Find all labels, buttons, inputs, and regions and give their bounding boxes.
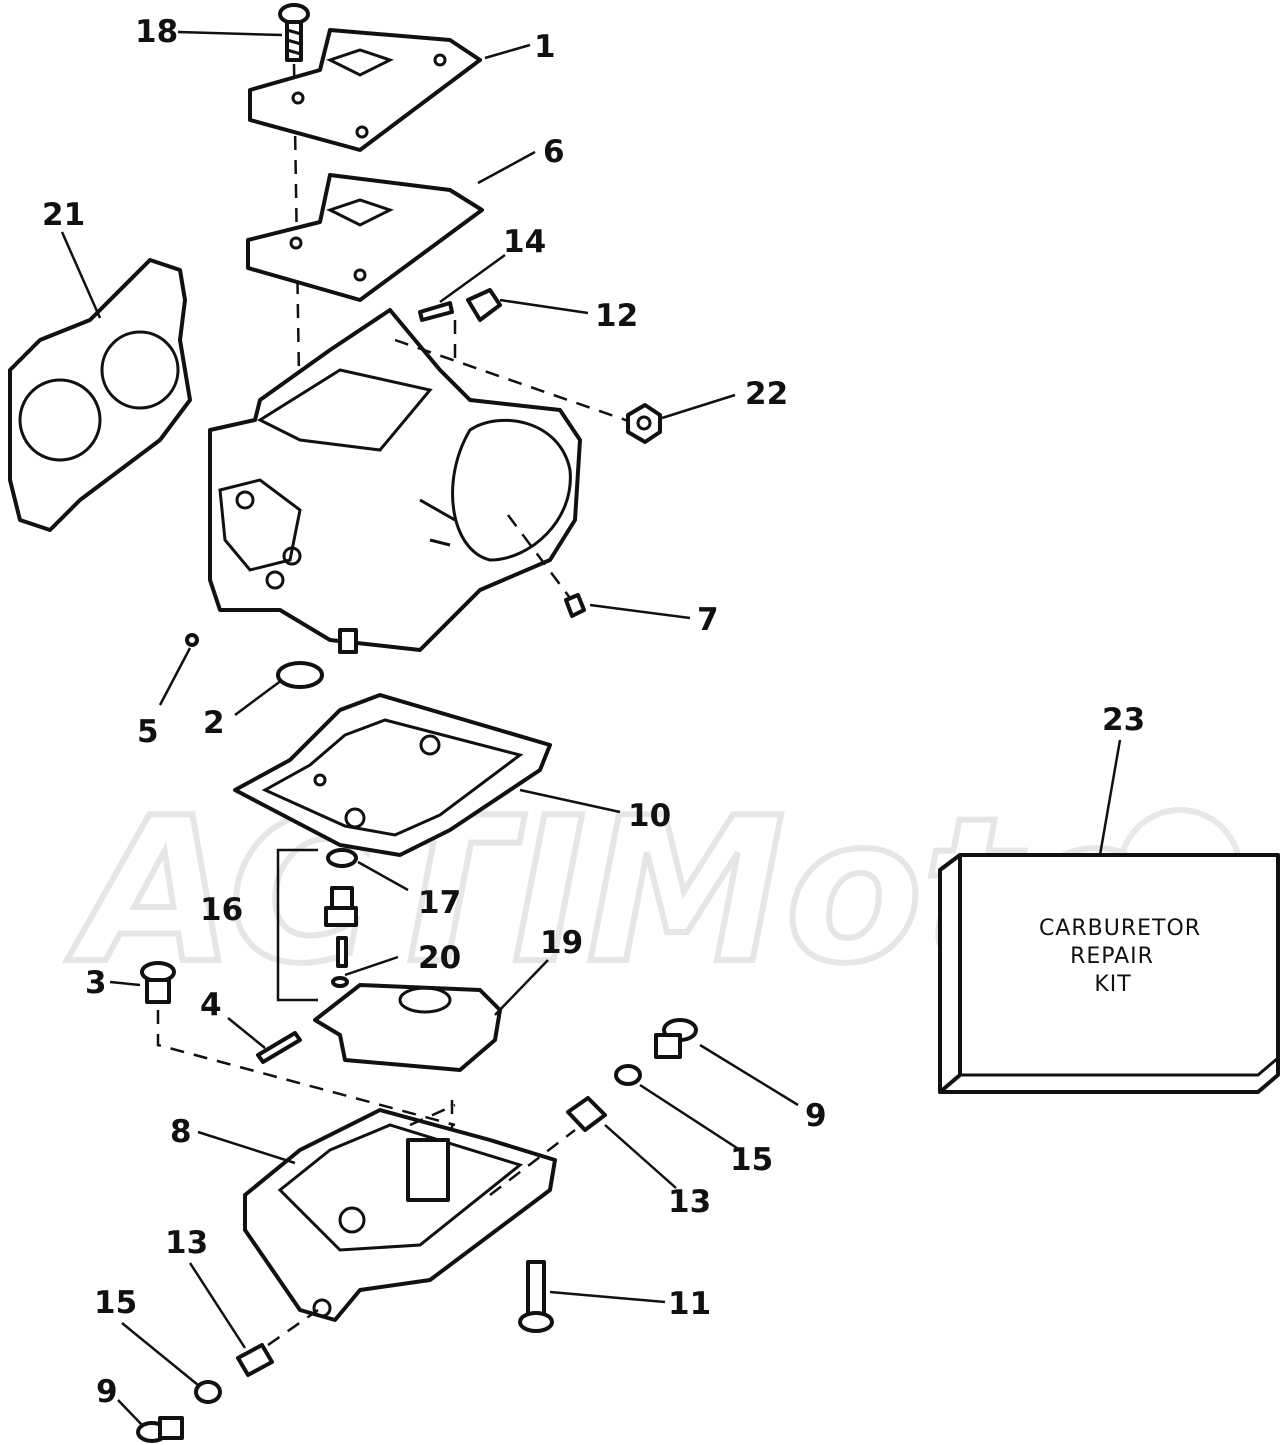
part-3-screw [140, 961, 176, 1004]
callout-11: 11 [668, 1286, 711, 1322]
kit-label-line3: KIT [1094, 972, 1131, 997]
callout-10: 10 [628, 798, 671, 834]
part-10-float-bowl-gasket [233, 693, 552, 857]
part-1-cover-plate [248, 28, 482, 152]
callout-3: 3 [85, 965, 107, 1001]
callout-13-upper: 13 [668, 1184, 711, 1220]
part-16-needle-valve-seat [324, 886, 358, 927]
callout-labels: 18 1 6 21 14 12 22 7 5 2 10 23 17 16 20 … [42, 14, 1145, 1410]
callout-8: 8 [170, 1114, 192, 1150]
callout-5: 5 [137, 714, 159, 750]
part-4-pin [256, 1031, 302, 1064]
callout-12: 12 [595, 298, 638, 334]
part-21-flange-gasket [8, 258, 192, 532]
part-15-washer-upper [614, 1064, 642, 1086]
part-19-float [313, 983, 502, 1072]
part-5-ball [185, 633, 199, 647]
part-9-screw-upper [654, 1018, 698, 1059]
callout-4: 4 [200, 987, 222, 1023]
carburetor-body [208, 308, 582, 654]
part-17-washer [326, 848, 358, 868]
part-2-disk [276, 661, 324, 689]
kit-label-line1: CARBURETOR [1039, 916, 1201, 941]
callout-15-lower: 15 [94, 1285, 137, 1321]
callout-14: 14 [503, 224, 546, 260]
callout-7: 7 [697, 602, 719, 638]
part-8-float-bowl [243, 1108, 557, 1322]
callout-9-lower: 9 [96, 1374, 118, 1410]
part-14-pin [418, 301, 454, 322]
part-20-needle [331, 936, 349, 988]
leader-lines [60, 30, 1122, 1426]
part-6-gasket-plate [246, 173, 484, 302]
part-9-screw-lower [136, 1416, 184, 1443]
callout-6: 6 [543, 134, 565, 170]
callout-13-lower: 13 [165, 1225, 208, 1261]
callout-18: 18 [135, 14, 178, 50]
part-12-plug [466, 288, 502, 322]
part-11-screw [518, 1260, 554, 1333]
callout-2: 2 [203, 705, 225, 741]
callout-9-upper: 9 [805, 1098, 827, 1134]
callout-16: 16 [200, 892, 243, 928]
callout-22: 22 [745, 376, 788, 412]
part-13-adjust-screw-lower [236, 1343, 274, 1377]
callout-17: 17 [418, 885, 461, 921]
part-15-washer-lower [194, 1380, 222, 1404]
part-22-nut [626, 403, 662, 444]
kit-label-line2: REPAIR [1070, 944, 1154, 969]
callout-15-upper: 15 [730, 1142, 773, 1178]
part-7-jet [564, 593, 586, 618]
callout-19: 19 [540, 925, 583, 961]
callout-20: 20 [418, 940, 461, 976]
callout-21: 21 [42, 197, 85, 233]
part-23-repair-kit-box: CARBURETOR REPAIR KIT [938, 853, 1280, 1094]
part-13-adjust-screw-upper [566, 1096, 607, 1132]
callout-23: 23 [1102, 702, 1145, 738]
callout-1: 1 [534, 29, 556, 65]
part-18-screw [278, 3, 310, 62]
